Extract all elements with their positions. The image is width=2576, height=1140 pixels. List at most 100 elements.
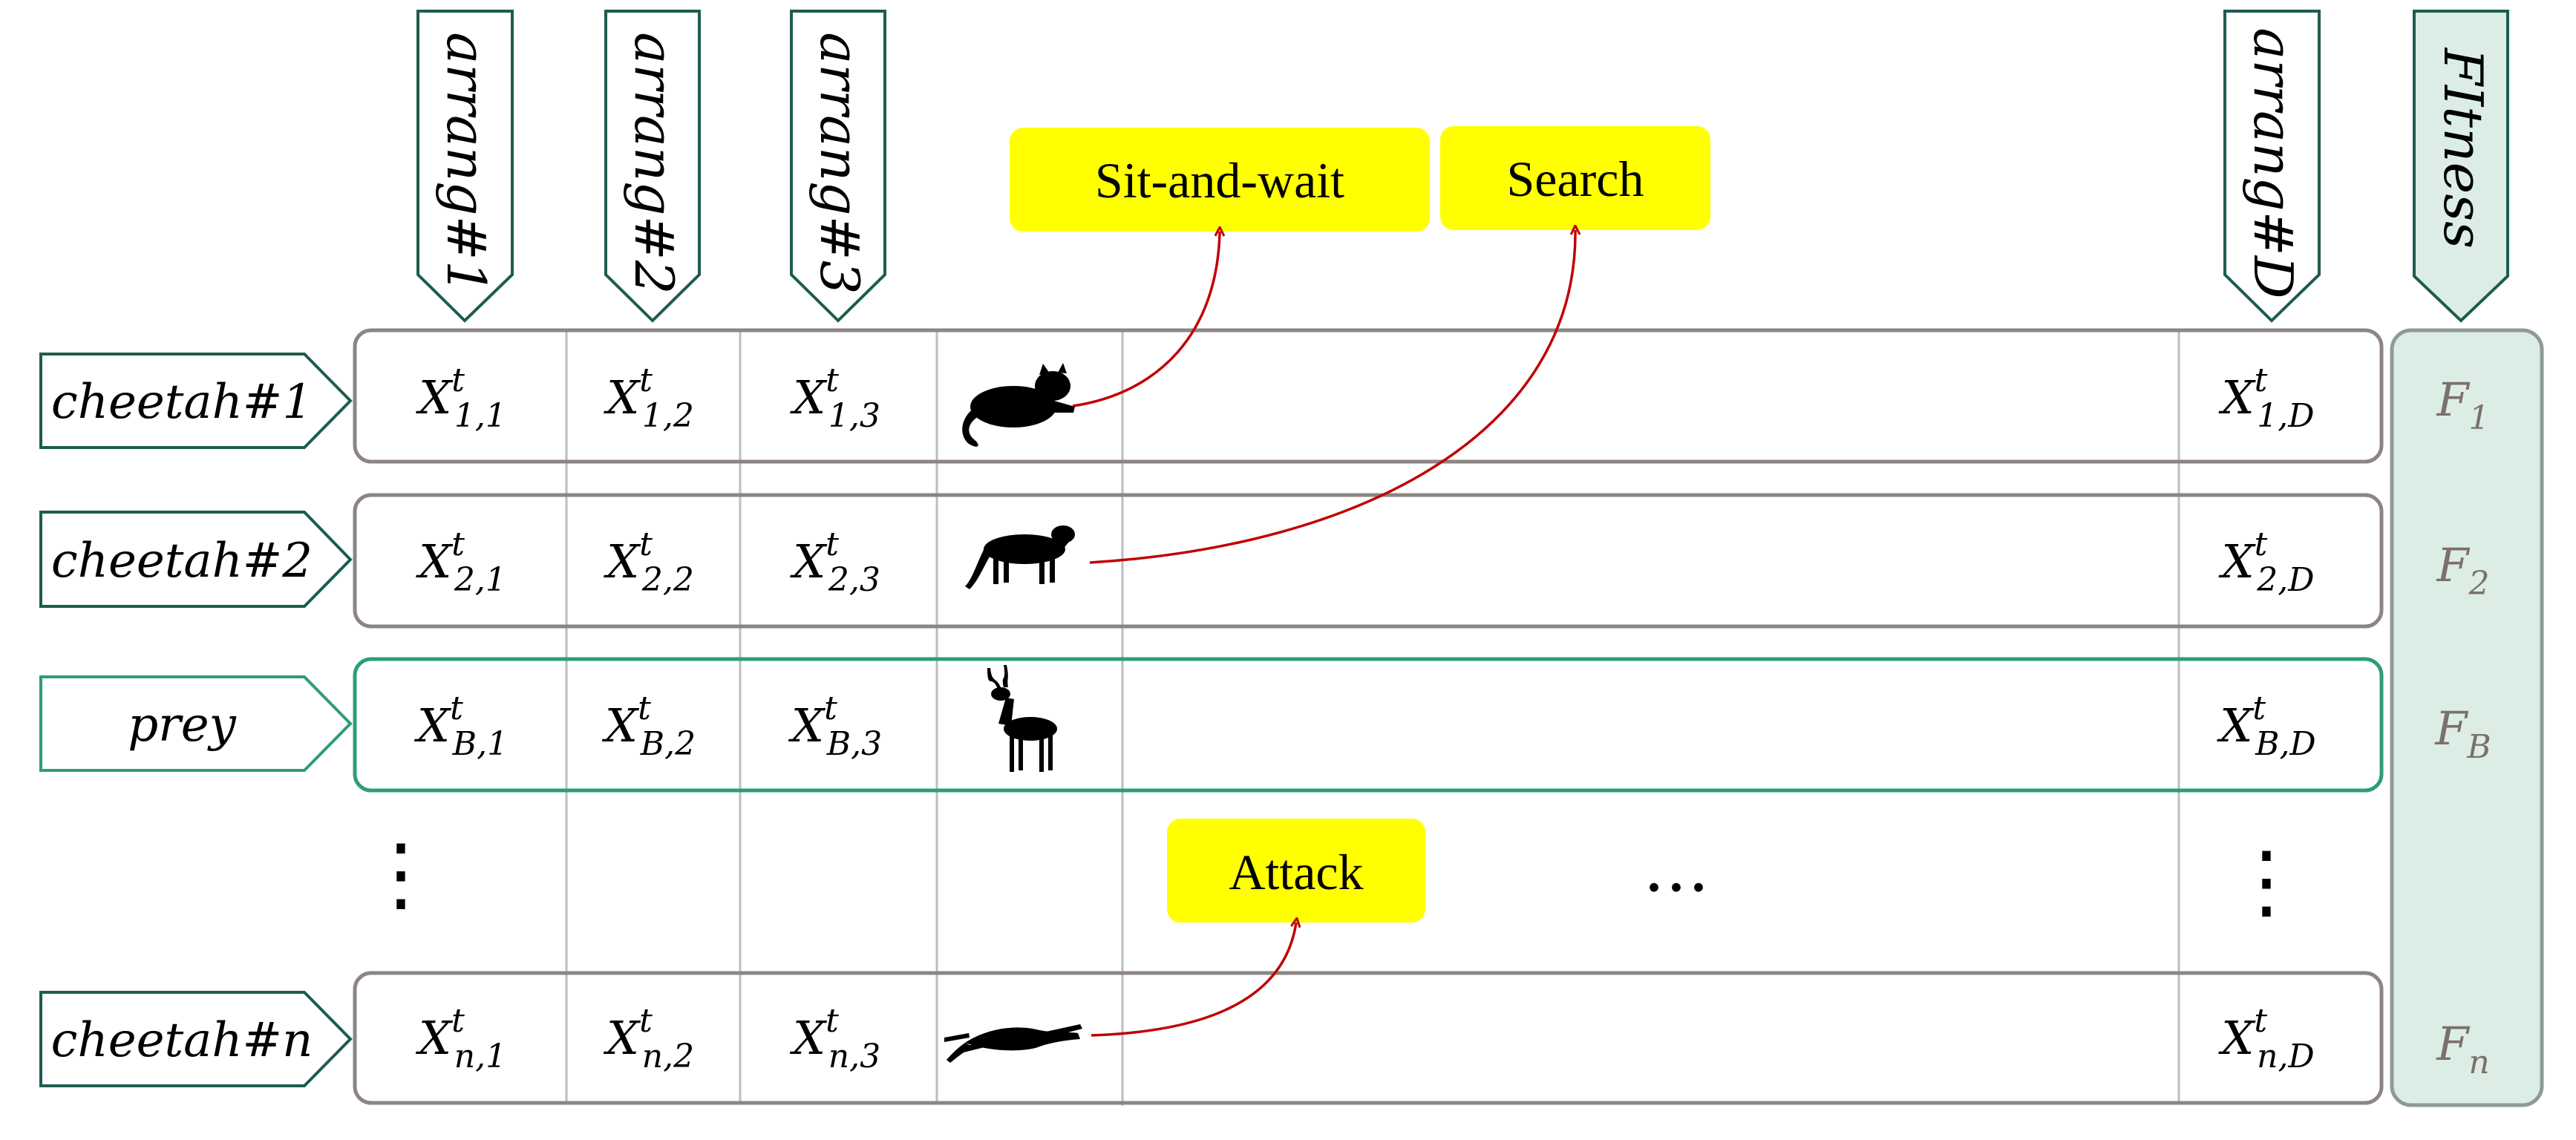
fitness-value-base: F	[2436, 538, 2470, 592]
matrix-cell-sup: t	[826, 1002, 839, 1040]
matrix-cell-base: X	[416, 534, 454, 589]
matrix-cell-sub: 1,3	[828, 397, 880, 435]
arrow-to-search	[1089, 230, 1575, 564]
fitness-value: F2	[2436, 538, 2489, 603]
row-label-text: prey	[128, 698, 236, 753]
matrix-cell-base: X	[788, 698, 826, 753]
matrix-cell-base: X	[790, 534, 828, 589]
fitness-value-base: F	[2436, 373, 2470, 427]
vertical-ellipsis-left: ⋮	[360, 826, 442, 921]
fitness-header-label: FItness	[2432, 47, 2494, 249]
row-box-cheetah-1	[353, 328, 2384, 464]
matrix-cell-sup: t	[2252, 689, 2266, 727]
matrix-cell-sup: t	[638, 689, 651, 727]
matrix-cell-base: X	[2218, 534, 2256, 589]
matrix-cell-base: X	[604, 534, 641, 589]
matrix-cell-base: X	[790, 1011, 828, 1065]
matrix-cell-sub: 2,1	[454, 561, 506, 599]
matrix-cell-base: X	[416, 370, 454, 425]
callout-sit-and-wait: Sit-and-wait	[1010, 128, 1430, 232]
row-box-prey	[353, 657, 2384, 793]
row-label-cheetah-2: cheetah#2	[39, 511, 353, 608]
matrix-cell-sup: t	[451, 1002, 465, 1040]
horizontal-ellipsis: …	[1643, 829, 1710, 907]
matrix-cell-base: X	[414, 698, 452, 753]
matrix-cell-sup: t	[639, 361, 653, 399]
column-header-label: arrang#D	[2242, 27, 2304, 298]
callout-attack-label: Attack	[1229, 844, 1363, 900]
matrix-cell-sub: n,D	[2257, 1038, 2315, 1075]
cheetah-running-icon	[944, 1024, 1082, 1063]
arrow-to-sit-and-wait	[1072, 232, 1220, 407]
matrix-cell-sup: t	[451, 361, 465, 399]
matrix-cell-sup: t	[451, 525, 465, 563]
matrix-cell-sub: B,D	[2255, 725, 2316, 763]
matrix-cell-base: X	[604, 1011, 641, 1065]
fitness-value: F1	[2436, 373, 2489, 437]
matrix-cell-sup: t	[826, 525, 839, 563]
row-label-text: cheetah#2	[51, 534, 313, 589]
matrix-cell-base: X	[602, 698, 640, 753]
matrix-cell-base: X	[416, 1011, 454, 1065]
fitness-value-base: F	[2436, 1017, 2470, 1071]
fitness-value-sub: 2	[2468, 565, 2490, 603]
row-label-text: cheetah#n	[51, 1013, 313, 1068]
row-label-text: cheetah#1	[51, 375, 313, 430]
matrix-cell-base: X	[2217, 698, 2255, 753]
column-header-label: arrang#1	[435, 32, 497, 294]
row-label-prey: prey	[39, 675, 353, 772]
matrix-cell-sub: n,3	[828, 1038, 880, 1075]
cheetah-walking-icon	[965, 525, 1075, 589]
matrix-cell-sup: t	[639, 525, 653, 563]
matrix-cell-base: X	[2218, 370, 2256, 425]
row-box-cheetah-n	[353, 971, 2384, 1105]
matrix-cell-sub: 1,2	[642, 397, 694, 435]
matrix-cell-sup: t	[826, 361, 839, 399]
matrix-cell-sup: t	[2255, 361, 2268, 399]
fitness-column	[2390, 328, 2544, 1107]
column-header-D: arrang#D	[2223, 10, 2321, 323]
matrix-cell-sub: 1,1	[454, 397, 506, 435]
column-header-2: arrang#2	[604, 10, 701, 323]
fitness-value-sub: B	[2466, 728, 2491, 766]
callout-sit-and-wait-label: Sit-and-wait	[1095, 152, 1344, 209]
matrix-cell-sub: 2,D	[2256, 561, 2314, 599]
fitness-value-base: F	[2434, 701, 2468, 756]
fitness-header-arrow	[2413, 10, 2509, 323]
column-header-label: arrang#3	[808, 32, 871, 294]
matrix-cell-base: X	[2218, 1011, 2256, 1065]
matrix-cell-sub: B,3	[826, 725, 882, 763]
fitness-value-sub: n	[2468, 1044, 2489, 1081]
fitness-value-sub: 1	[2469, 399, 2490, 437]
matrix-cell-sub: 2,3	[828, 561, 880, 599]
arrow-to-attack	[1091, 923, 1296, 1037]
row-label-cheetah-1: cheetah#1	[39, 353, 353, 449]
callout-search-label: Search	[1506, 151, 1644, 207]
callout-search: Search	[1440, 126, 1710, 230]
fitness-value: Fn	[2436, 1017, 2489, 1081]
matrix-cell-sup: t	[2255, 525, 2268, 563]
row-box-cheetah-2	[353, 493, 2384, 629]
column-header-1: arrang#1	[416, 10, 514, 323]
fitness-value: FB	[2434, 701, 2491, 766]
matrix-cell-base: X	[604, 370, 641, 425]
column-header-3: arrang#3	[790, 10, 886, 323]
cheetah-sitting-icon	[962, 363, 1075, 447]
matrix-cell-sub: 1,D	[2257, 397, 2314, 435]
matrix-cell-sup: t	[450, 689, 463, 727]
